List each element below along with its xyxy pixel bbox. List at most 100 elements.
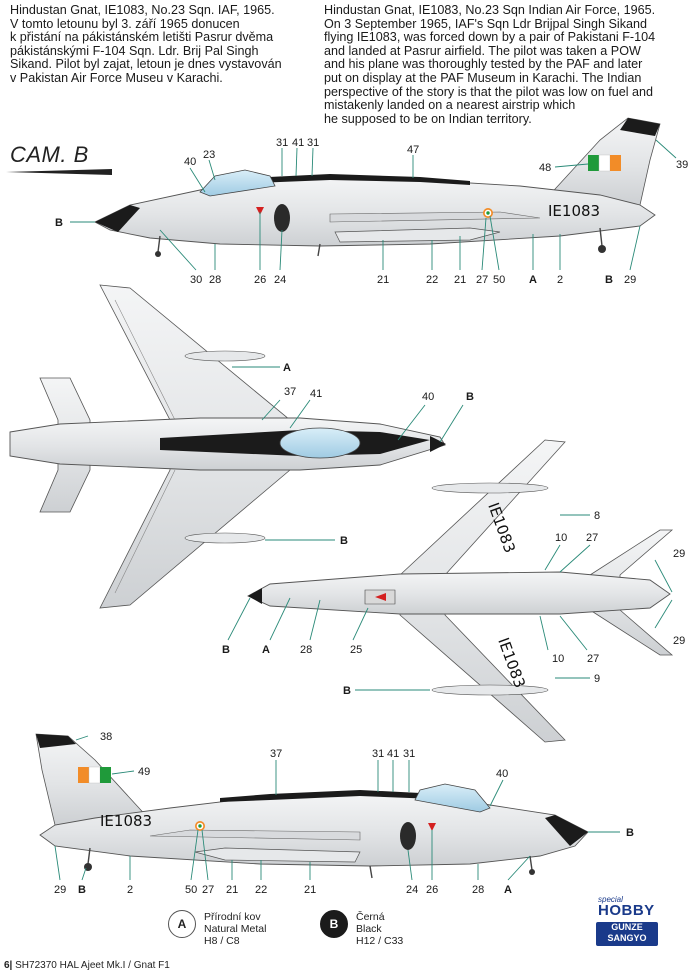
top-nose-black: [430, 436, 446, 452]
drop-tank-right: [184, 532, 266, 544]
lower-drop-tank: [194, 847, 361, 863]
callout-a-metal: A: [262, 644, 270, 656]
lower-fin-flash-green: [100, 767, 111, 783]
legend-black: Černá Black H12 / C33: [356, 911, 403, 947]
callout-a-metal: A: [283, 362, 291, 374]
callout-28: 28: [300, 644, 312, 656]
callout-41: 41: [310, 388, 322, 400]
underside-warning: [375, 593, 386, 601]
callout-50: 50: [493, 274, 505, 286]
callout-31: 31: [372, 748, 384, 760]
kit-title: HAL Ajeet Mk.I / Gnat F1: [59, 960, 170, 971]
callout-2: 2: [557, 274, 563, 286]
fin-tip-black: [620, 118, 660, 136]
lower-fin-flash-saffron: [78, 767, 89, 783]
callout-b-black: B: [466, 391, 474, 403]
legend-badge-a: A: [168, 910, 196, 938]
lower-serial-number: IE1083: [100, 812, 152, 830]
spine-black: [250, 174, 470, 185]
callout-27: 27: [476, 274, 488, 286]
lower-fin-tip-black: [36, 734, 76, 748]
callout-b-black: B: [343, 685, 351, 697]
camouflage-title: CAM. B: [10, 142, 89, 167]
lower-spine-black: [220, 790, 440, 802]
landing-gear: [157, 227, 603, 257]
callout-31: 31: [276, 137, 288, 149]
callout-b-black: B: [605, 274, 613, 286]
callout-21: 21: [304, 884, 316, 896]
callout-b-black: B: [626, 827, 634, 839]
callout-29: 29: [673, 635, 685, 647]
legend-badge-b: B: [320, 910, 348, 938]
callout-40: 40: [496, 768, 508, 780]
callout-10: 10: [555, 532, 567, 544]
drop-tank-left: [184, 350, 266, 362]
legend-b-czech: Černá: [356, 911, 385, 923]
callout-10: 10: [552, 653, 564, 665]
callout-49: 49: [138, 766, 150, 778]
description-english: Hindustan Gnat, IE1083, No.23 Sqn Indian…: [324, 3, 656, 126]
callout-a-metal: A: [529, 274, 537, 286]
callout-25: 25: [350, 644, 362, 656]
callout-29: 29: [624, 274, 636, 286]
lower-air-intake: [400, 822, 416, 850]
callout-24: 24: [274, 274, 286, 286]
callout-29: 29: [54, 884, 66, 896]
callout-28: 28: [209, 274, 221, 286]
underside-tank-lower: [431, 684, 549, 696]
legend-a-code: H8 / C8: [204, 935, 240, 947]
callout-40: 40: [184, 156, 196, 168]
callout-2: 2: [127, 884, 133, 896]
lower-canopy: [414, 783, 491, 813]
nose-cone-black: [95, 205, 140, 232]
callout-21: 21: [454, 274, 466, 286]
callout-41: 41: [387, 748, 399, 760]
fin-flash-saffron: [610, 155, 621, 171]
callout-29: 29: [673, 548, 685, 560]
underside-tank-upper: [431, 482, 549, 494]
callout-50: 50: [185, 884, 197, 896]
callout-28: 28: [472, 884, 484, 896]
serial-number: IE1083: [548, 202, 600, 220]
special-hobby-logo: special HOBBY: [598, 895, 655, 919]
legend-b-english: Black: [356, 923, 382, 935]
callout-21: 21: [377, 274, 389, 286]
callout-22: 22: [426, 274, 438, 286]
legend-a-english: Natural Metal: [204, 923, 267, 935]
callout-b-black: B: [222, 644, 230, 656]
callout-8: 8: [594, 510, 600, 522]
callout-26: 26: [254, 274, 266, 286]
callout-23: 23: [203, 149, 215, 161]
underside-nose-black: [248, 588, 262, 604]
top-canopy: [279, 427, 361, 459]
callout-40: 40: [422, 391, 434, 403]
callout-b-black: B: [340, 535, 348, 547]
callout-9: 9: [594, 673, 600, 685]
gunze-sangyo-logo: GUNZE SANGYO: [596, 922, 658, 946]
lower-warning-triangle: [428, 823, 436, 831]
top-view: A 37 41 40 B B: [9, 284, 474, 609]
callout-31: 31: [307, 137, 319, 149]
callout-b-black: B: [55, 217, 63, 229]
callout-47: 47: [407, 144, 419, 156]
callout-37: 37: [284, 386, 296, 398]
warning-triangle: [256, 207, 264, 215]
callout-38: 38: [100, 731, 112, 743]
canopy: [199, 169, 276, 197]
fin-flash-white: [598, 154, 611, 172]
lower-nose-black: [545, 815, 588, 846]
side-view-upper: IE1083 40 23 31 41: [55, 117, 688, 286]
underside-fuselage: [246, 571, 671, 615]
callout-27: 27: [202, 884, 214, 896]
fin-flash-green: [588, 155, 599, 171]
callout-27: 27: [586, 532, 598, 544]
callout-31: 31: [403, 748, 415, 760]
callout-39: 39: [676, 159, 688, 171]
legend-a-czech: Přírodní kov: [204, 911, 261, 923]
callout-48: 48: [539, 162, 551, 174]
side-view-lower: IE1083 38 49 37 31 41 31: [35, 731, 634, 896]
page-footer: 6| SH72370 HAL Ajeet Mk.I / Gnat F1: [4, 960, 170, 971]
callout-24: 24: [406, 884, 418, 896]
callout-37: 37: [270, 748, 282, 760]
